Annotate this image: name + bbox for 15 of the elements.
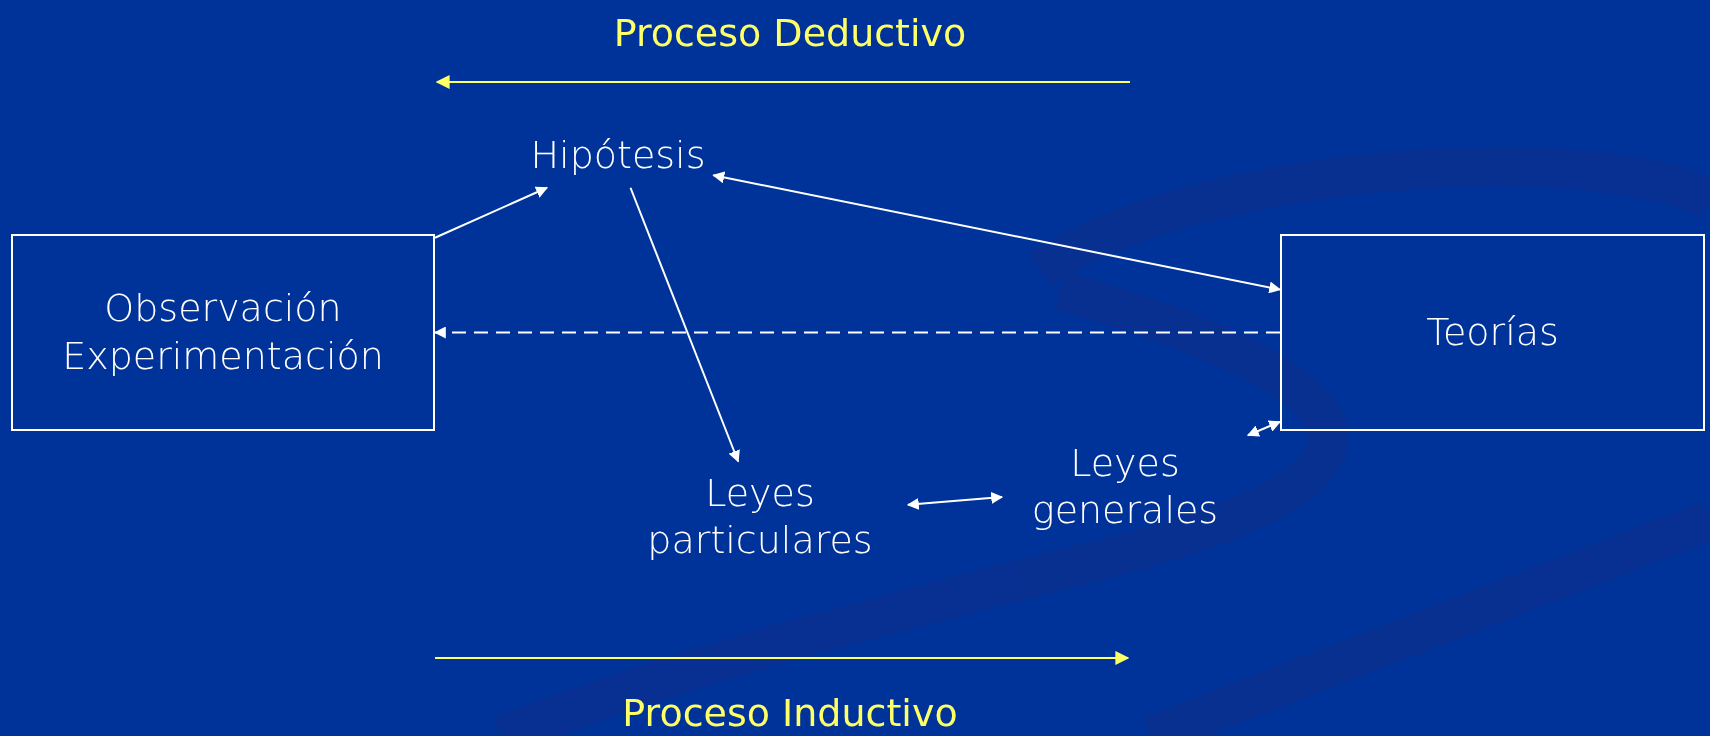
arrow bbox=[712, 171, 1282, 294]
process-title: Proceso Deductivo bbox=[612, 14, 968, 52]
node-label: Observación Experimentación bbox=[61, 285, 385, 380]
arrow bbox=[1246, 420, 1282, 437]
node-label: Hipótesis bbox=[530, 132, 706, 180]
arrow bbox=[433, 326, 1281, 339]
arrow bbox=[906, 492, 1004, 510]
arrow bbox=[629, 186, 740, 463]
node-label: Leyes particulares bbox=[646, 469, 874, 564]
process-title: Proceso Inductivo bbox=[621, 694, 959, 732]
node-label: Leyes generales bbox=[1030, 439, 1220, 534]
process-box bbox=[1280, 234, 1705, 431]
node-label: Teorías bbox=[1426, 308, 1559, 356]
arrow bbox=[434, 186, 549, 239]
process-box bbox=[11, 234, 435, 431]
